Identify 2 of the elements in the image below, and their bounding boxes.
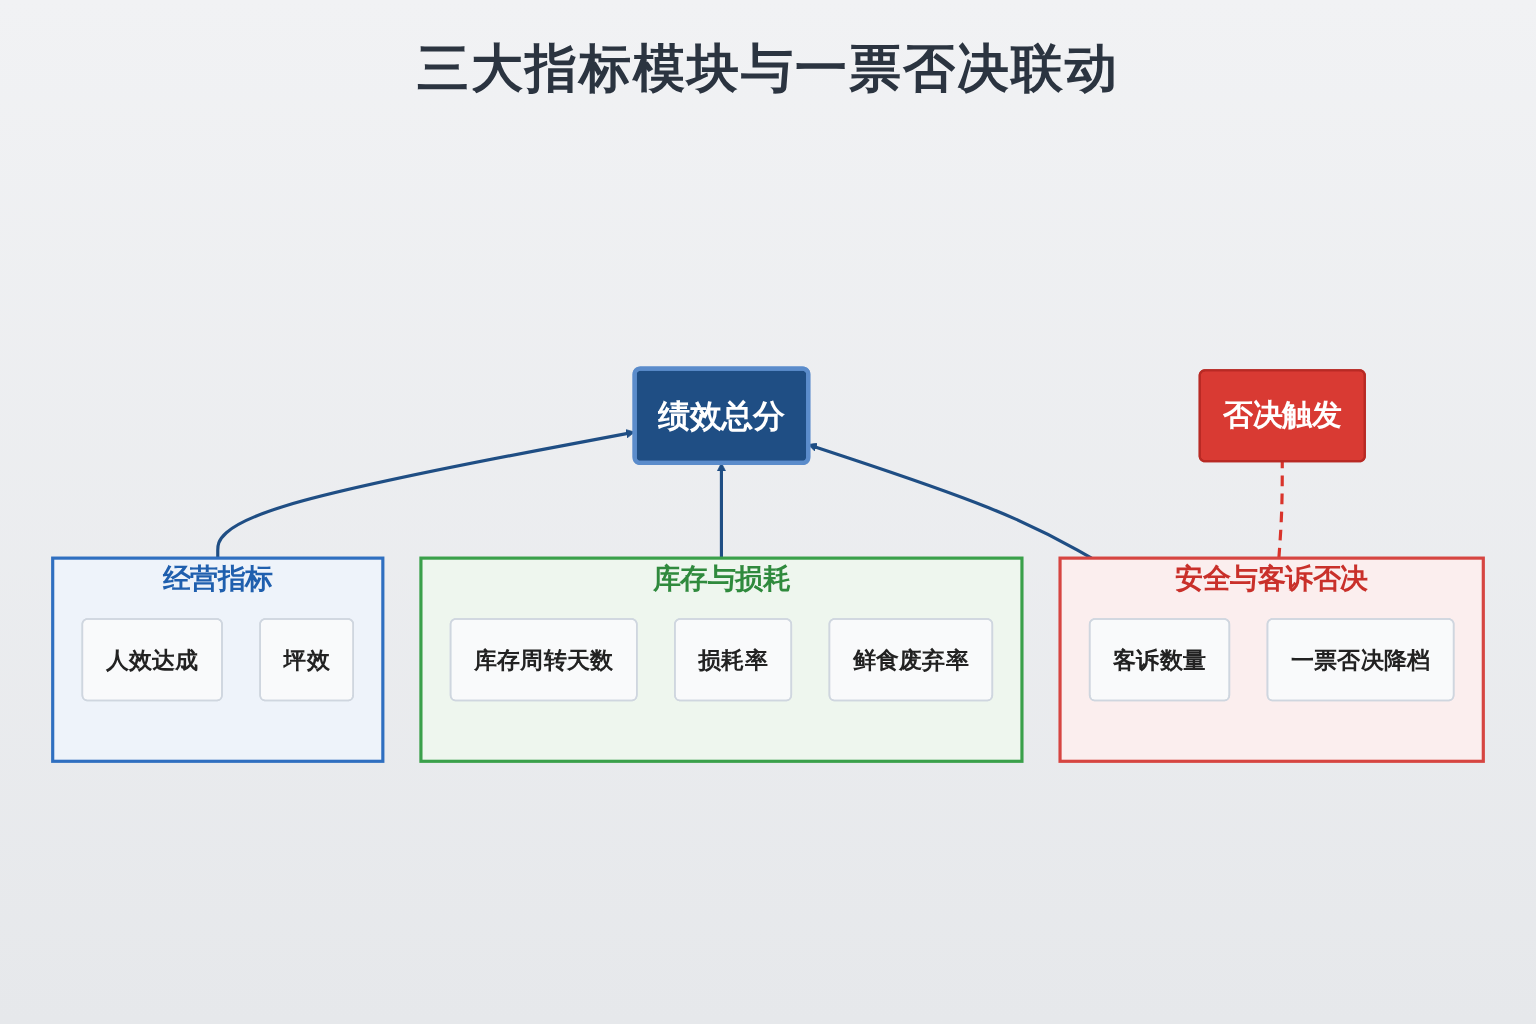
connector	[1277, 461, 1284, 559]
diagram-title: 三大指标模块与一票否决联动	[416, 37, 1120, 100]
